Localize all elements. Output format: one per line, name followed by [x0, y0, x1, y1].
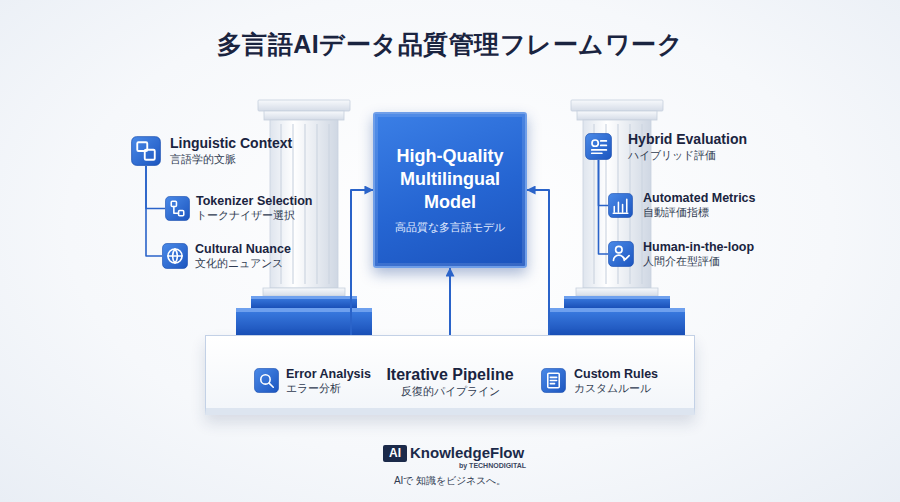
- icon: [131, 136, 161, 166]
- text-group: High-Quality Multilingual Model 高品質な多言語モデ…: [375, 114, 525, 266]
- feature-item: Error Analysisエラー分析: [254, 368, 394, 393]
- icon: [254, 368, 279, 393]
- feature-item: Human-in-the-loop人間介在型評価: [608, 241, 778, 267]
- feature-item: Tokenizer Selectionトークナイザー選択: [165, 196, 335, 221]
- text-group: Tokenizer Selectionトークナイザー選択: [196, 194, 312, 222]
- subtitle-text: 言語学的文脈: [170, 152, 292, 166]
- tree-line: [599, 160, 609, 206]
- heading-text: Error Analysis: [286, 367, 371, 382]
- text-group: Human-in-the-loop人間介在型評価: [643, 240, 754, 268]
- heading-text: Linguistic Context: [170, 135, 292, 152]
- subtitle-text: ハイブリッド評価: [628, 148, 747, 162]
- heading-text: Cultural Nuance: [195, 242, 291, 257]
- diagram-title: 多言語AIデータ品質管理フレームワーク: [0, 28, 900, 61]
- heading-text: High-Quality Multilingual Model: [385, 145, 515, 214]
- icon: [541, 368, 566, 393]
- text-group: Cultural Nuance文化的ニュアンス: [195, 242, 291, 270]
- tree-line: [146, 166, 162, 256]
- flow-arrow: [351, 190, 373, 335]
- logo-text: AI: [383, 445, 407, 462]
- flow-arrow: [527, 190, 549, 335]
- text-group: Custom Rulesカスタムルール: [574, 367, 658, 395]
- feature-item: Hybrid Evaluationハイブリッド評価: [585, 133, 785, 160]
- pipeline-platform: Iterative Pipeline反復的パイプラインError Analysi…: [205, 335, 695, 415]
- subtitle-text: エラー分析: [286, 382, 371, 395]
- subtitle-text: トークナイザー選択: [196, 209, 312, 222]
- icon: [585, 133, 612, 160]
- heading-text: Human-in-the-loop: [643, 240, 754, 255]
- subtitle-text: 人間介在型評価: [643, 255, 754, 268]
- heading-text: Tokenizer Selection: [196, 194, 312, 209]
- flow-arrow: [449, 268, 451, 335]
- tagline: AIで 知識をビジネスへ。: [0, 474, 900, 488]
- text-group: Hybrid Evaluationハイブリッド評価: [628, 131, 747, 162]
- icon: [165, 196, 190, 221]
- tree-line: [146, 166, 165, 209]
- feature-item: Automated Metrics自動評価指標: [608, 193, 778, 218]
- logo-byline: by TECHNODIGITAL: [459, 462, 526, 470]
- logo-text: KnowledgeFlow: [410, 444, 524, 462]
- feature-item: Linguistic Context言語学的文脈: [131, 136, 331, 166]
- subtitle-text: カスタムルール: [574, 382, 658, 395]
- icon: [162, 243, 188, 269]
- text-group: Automated Metrics自動評価指標: [643, 191, 756, 219]
- tree-line: [599, 160, 609, 254]
- heading-text: Automated Metrics: [643, 191, 756, 206]
- icon: [608, 193, 633, 218]
- feature-item: Cultural Nuance文化的ニュアンス: [162, 243, 332, 269]
- heading-text: Hybrid Evaluation: [628, 131, 747, 148]
- subtitle-text: 文化的ニュアンス: [195, 257, 291, 270]
- feature-item: Custom Rulesカスタムルール: [541, 368, 681, 393]
- icon: [608, 241, 634, 267]
- text-group: Linguistic Context言語学的文脈: [170, 135, 292, 166]
- text-group: Error Analysisエラー分析: [286, 367, 371, 395]
- subtitle-text: 自動評価指標: [643, 206, 756, 219]
- heading-text: Custom Rules: [574, 367, 658, 382]
- subtitle-text: 高品質な多言語モデル: [395, 220, 505, 235]
- model-box: High-Quality Multilingual Model 高品質な多言語モデ…: [373, 112, 527, 268]
